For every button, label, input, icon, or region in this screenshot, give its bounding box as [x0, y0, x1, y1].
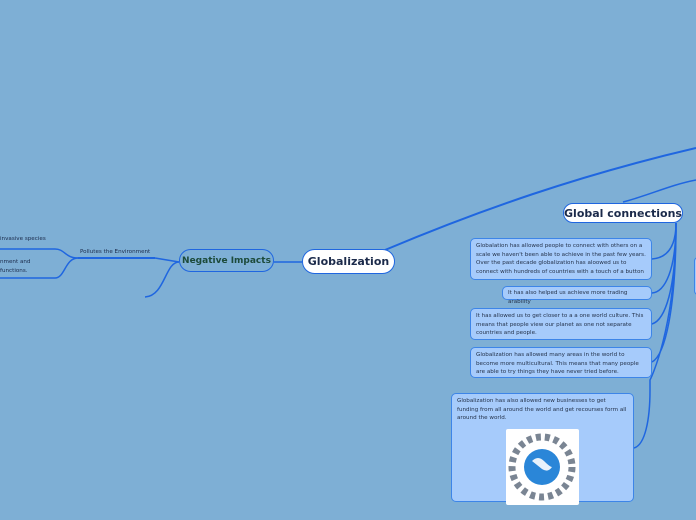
- connection-item-2[interactable]: It has also helped us achieve more tradi…: [502, 286, 652, 305]
- connection-item-5-text: Globalization has also allowed new busin…: [457, 398, 627, 422]
- node-negative-impacts[interactable]: Negative Impacts: [179, 249, 274, 272]
- partial-item-invasive-species[interactable]: invasive species: [0, 236, 46, 242]
- connection-item-5[interactable]: Globalization has also allowed new busin…: [451, 393, 634, 505]
- root-node-globalization[interactable]: Globalization: [302, 249, 395, 274]
- global-connections-label: Global connections: [564, 206, 682, 220]
- partial-item-environment[interactable]: nment and: [0, 259, 31, 265]
- connection-item-3[interactable]: It has allowed us to get closer to a a o…: [470, 308, 652, 340]
- connection-item-1[interactable]: Globalation has allowed people to connec…: [470, 238, 652, 280]
- people-around-globe-image: [506, 428, 579, 505]
- subtopic-pollutes-environment[interactable]: Pollutes the Environment: [80, 249, 151, 255]
- connection-item-4[interactable]: Globalization has allowed many areas in …: [470, 347, 652, 378]
- negative-impacts-label: Negative Impacts: [182, 255, 271, 266]
- root-label: Globalization: [307, 255, 390, 268]
- partial-item-functions[interactable]: functions.: [0, 268, 28, 274]
- node-global-connections[interactable]: Global connections: [563, 203, 683, 223]
